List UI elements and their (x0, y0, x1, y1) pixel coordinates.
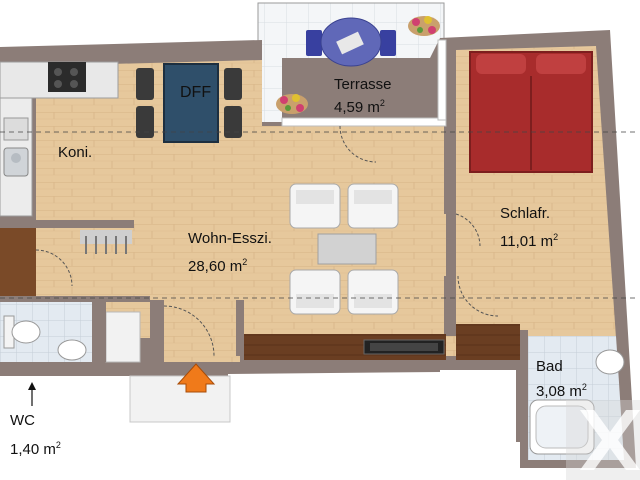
room-area: 4,59 m2 (334, 98, 385, 116)
watermark-logo-icon (566, 400, 640, 480)
bedroom-wall-bottom (444, 276, 456, 336)
terrace-window (281, 117, 447, 127)
coat-rack (80, 230, 132, 254)
kitchen-floor (36, 98, 116, 218)
room-name: Bad (536, 358, 563, 375)
entry-wall (150, 300, 164, 362)
bathtub (529, 399, 595, 455)
bath-basin (595, 349, 625, 375)
dashed-lines (0, 131, 636, 299)
room-label-wohn: Wohn-Esszi. 28,60 m2 (188, 230, 272, 276)
toilet (3, 315, 41, 349)
room-name: Schlafr. (500, 205, 551, 222)
room-area: 1,40 m2 (10, 440, 61, 458)
kitchen-counter (0, 61, 119, 217)
armchair (289, 269, 341, 315)
terrace-table (306, 17, 396, 67)
room-label-terrasse: Terrasse 4,59 m2 (334, 76, 392, 117)
room-name: DFF (180, 84, 212, 101)
bedroom-sideboard (456, 324, 520, 360)
partition-wall (0, 220, 134, 228)
door-swings (35, 125, 499, 357)
flower-pot (408, 16, 440, 36)
wash-basin (57, 339, 87, 361)
tv-sideboard (244, 334, 446, 360)
room-label-wc: WC 1,40 m2 (10, 412, 61, 459)
room-area: 3,08 m2 (536, 382, 587, 400)
room-label-dff: DFF (180, 84, 211, 102)
armchair (289, 183, 341, 229)
armchair (347, 269, 399, 315)
room-name: WC (10, 412, 35, 429)
room-label-schlafr: Schlafr. 11,01 m2 (500, 205, 558, 251)
door-jamb (236, 300, 244, 356)
room-area: 11,01 m2 (500, 232, 559, 250)
arrow-up-icon (28, 382, 36, 406)
dining-table (136, 63, 242, 143)
wc-side-wall (92, 302, 106, 362)
room-name: Koni. (58, 144, 93, 161)
room-name: Terrasse (334, 76, 392, 93)
double-bed (469, 51, 593, 173)
armchair (347, 183, 399, 229)
flower-pot (276, 94, 308, 114)
room-area: 28,60 m2 (188, 257, 248, 275)
terrace-side-window (437, 39, 447, 121)
corridor-floor (0, 228, 36, 296)
room-name: Wohn-Esszi. (188, 230, 272, 247)
wc-wall (0, 296, 150, 302)
room-label-bad: Bad 3,08 m2 (536, 358, 587, 401)
coffee-table (317, 233, 377, 265)
room-label-koni: Koni. (58, 144, 92, 162)
bedroom-wall-top (444, 126, 456, 214)
entrance-arrow-icon (176, 363, 216, 393)
